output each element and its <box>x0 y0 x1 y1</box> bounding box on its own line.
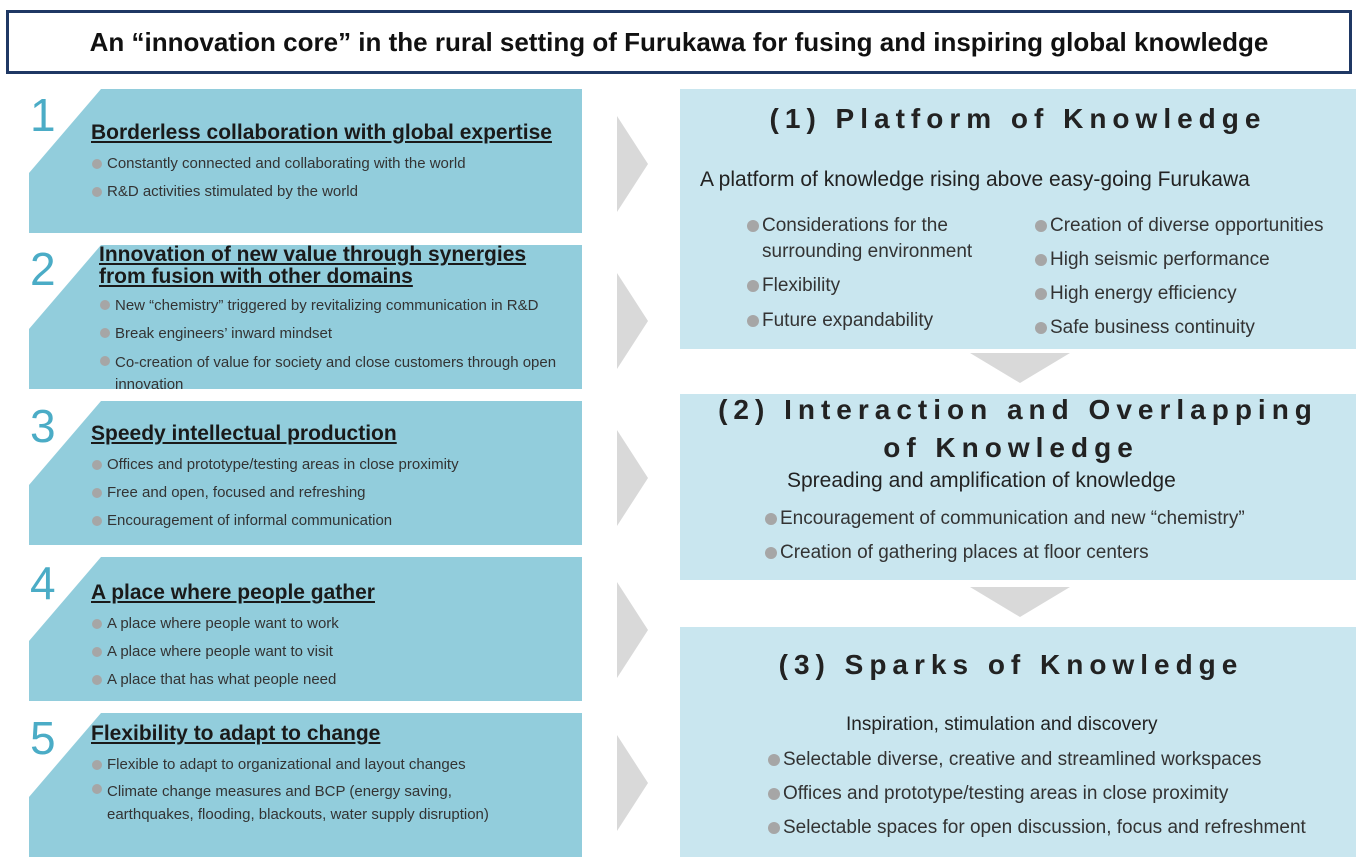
bullet-dot-icon <box>100 300 110 310</box>
bullet-dot-icon <box>765 547 777 559</box>
panel-2-title-line1: (2) Interaction and Overlapping <box>718 394 1318 425</box>
bullet-dot-icon <box>765 513 777 525</box>
corner-cut <box>29 245 101 329</box>
bullet-dot-icon <box>747 220 759 232</box>
list-item: Future expandability <box>746 308 1016 334</box>
panel-1-bullets-left: Considerations for the surrounding envir… <box>746 213 1016 334</box>
list-item: R&D activities stimulated by the world <box>91 183 1364 201</box>
list-item: Safe business continuity <box>1034 315 1354 341</box>
item-2-box <box>29 245 582 389</box>
bullet-dot-icon <box>92 619 102 629</box>
bullet-dot-icon <box>768 788 780 800</box>
item-3-heading: Speedy intellectual production <box>91 422 397 445</box>
item-1-box <box>29 89 582 233</box>
bullet-dot-icon <box>747 280 759 292</box>
list-item: Encouragement of communication and new “… <box>764 506 1344 532</box>
item-3-number: 3 <box>30 400 56 452</box>
list-item: A place where people want to visit <box>91 643 1364 661</box>
list-item: Selectable diverse, creative and streaml… <box>767 747 1347 773</box>
bullet-dot-icon <box>100 328 110 338</box>
list-item: New “chemistry” triggered by revitalizin… <box>99 296 583 315</box>
list-item: Climate change measures and BCP (energy … <box>91 780 491 826</box>
bullet-dot-icon <box>92 760 102 770</box>
item-4-heading: A place where people gather <box>91 581 375 604</box>
panel-3-bullets: Selectable diverse, creative and streaml… <box>767 747 1347 841</box>
panel-1-title: (1) Platform of Knowledge <box>769 103 1267 134</box>
bullet-dot-icon <box>1035 322 1047 334</box>
bullet-dot-icon <box>92 187 102 197</box>
chevron-right-icon <box>617 273 648 369</box>
corner-cut <box>29 89 101 173</box>
list-item: Offices and prototype/testing areas in c… <box>91 456 1364 474</box>
item-4-bullets: A place where people want to work A plac… <box>91 615 1364 699</box>
item-5-box <box>29 713 582 857</box>
list-item: High seismic performance <box>1034 247 1354 273</box>
list-item: Constantly connected and collaborating w… <box>91 155 1364 173</box>
panel-interaction: (2) Interaction and Overlapping of Knowl… <box>680 394 1356 580</box>
title-banner: An “innovation core” in the rural settin… <box>6 10 1352 74</box>
bullet-dot-icon <box>92 675 102 685</box>
bullet-dot-icon <box>92 647 102 657</box>
bullet-dot-icon <box>92 488 102 498</box>
item-4-box <box>29 557 582 701</box>
item-3-box <box>29 401 582 545</box>
item-1-heading: Borderless collaboration with global exp… <box>91 121 552 144</box>
list-item: Encouragement of informal communication <box>91 512 1364 530</box>
chevron-right-icon <box>617 582 648 678</box>
chevron-right-icon <box>617 430 648 526</box>
list-item: Offices and prototype/testing areas in c… <box>767 781 1347 807</box>
panel-2-subtitle: Spreading and amplification of knowledge <box>787 469 1176 492</box>
panel-3-subtitle: Inspiration, stimulation and discovery <box>846 714 1158 735</box>
list-item: Flexible to adapt to organizational and … <box>91 756 491 774</box>
list-item: Free and open, focused and refreshing <box>91 484 1364 502</box>
corner-cut <box>29 401 101 485</box>
item-2-number: 2 <box>30 243 56 295</box>
bullet-dot-icon <box>92 516 102 526</box>
panel-2-title-line2: of Knowledge <box>883 432 1139 463</box>
panel-sparks: (3) Sparks of Knowledge Inspiration, sti… <box>680 627 1356 857</box>
chevron-right-icon <box>617 116 648 212</box>
list-item: A place where people want to work <box>91 615 1364 633</box>
bullet-dot-icon <box>100 356 110 366</box>
panel-3-title: (3) Sparks of Knowledge <box>778 649 1244 680</box>
bullet-dot-icon <box>1035 220 1047 232</box>
list-item: Creation of diverse opportunities <box>1034 213 1354 239</box>
bullet-dot-icon <box>1035 254 1047 266</box>
page-title: An “innovation core” in the rural settin… <box>89 26 1269 57</box>
list-item: Creation of gathering places at floor ce… <box>764 540 1344 566</box>
list-item: A place that has what people need <box>91 671 1364 689</box>
bullet-dot-icon <box>92 159 102 169</box>
chevron-right-icon <box>617 735 648 831</box>
panel-1-subtitle: A platform of knowledge rising above eas… <box>700 168 1250 191</box>
item-2-bullets: New “chemistry” triggered by revitalizin… <box>99 296 583 405</box>
panel-platform: (1) Platform of Knowledge A platform of … <box>680 89 1356 349</box>
bullet-dot-icon <box>768 822 780 834</box>
item-4-number: 4 <box>30 557 56 609</box>
item-5-number: 5 <box>30 712 56 764</box>
bullet-dot-icon <box>92 460 102 470</box>
list-item: Selectable spaces for open discussion, f… <box>767 815 1347 841</box>
item-2-heading: Innovation of new value through synergie… <box>99 243 527 288</box>
panel-1-bullets-right: Creation of diverse opportunities High s… <box>1034 213 1354 341</box>
bullet-dot-icon <box>747 315 759 327</box>
corner-cut <box>29 557 101 641</box>
list-item: Break engineers’ inward mindset <box>99 324 583 343</box>
item-1-number: 1 <box>30 89 56 141</box>
list-item: Flexibility <box>746 273 1016 299</box>
list-item: Co-creation of value for society and clo… <box>99 352 583 396</box>
corner-cut <box>29 713 101 797</box>
item-5-heading: Flexibility to adapt to change <box>91 722 381 745</box>
item-3-bullets: Offices and prototype/testing areas in c… <box>91 456 1364 540</box>
bullet-dot-icon <box>768 754 780 766</box>
chevron-down-icon <box>970 587 1070 617</box>
chevron-down-icon <box>970 353 1070 383</box>
list-item: High energy efficiency <box>1034 281 1354 307</box>
bullet-dot-icon <box>1035 288 1047 300</box>
item-1-bullets: Constantly connected and collaborating w… <box>91 155 1364 211</box>
panel-2-bullets: Encouragement of communication and new “… <box>764 506 1344 566</box>
bullet-dot-icon <box>92 784 102 794</box>
item-5-bullets: Flexible to adapt to organizational and … <box>91 756 491 836</box>
list-item: Considerations for the surrounding envir… <box>746 213 1016 265</box>
